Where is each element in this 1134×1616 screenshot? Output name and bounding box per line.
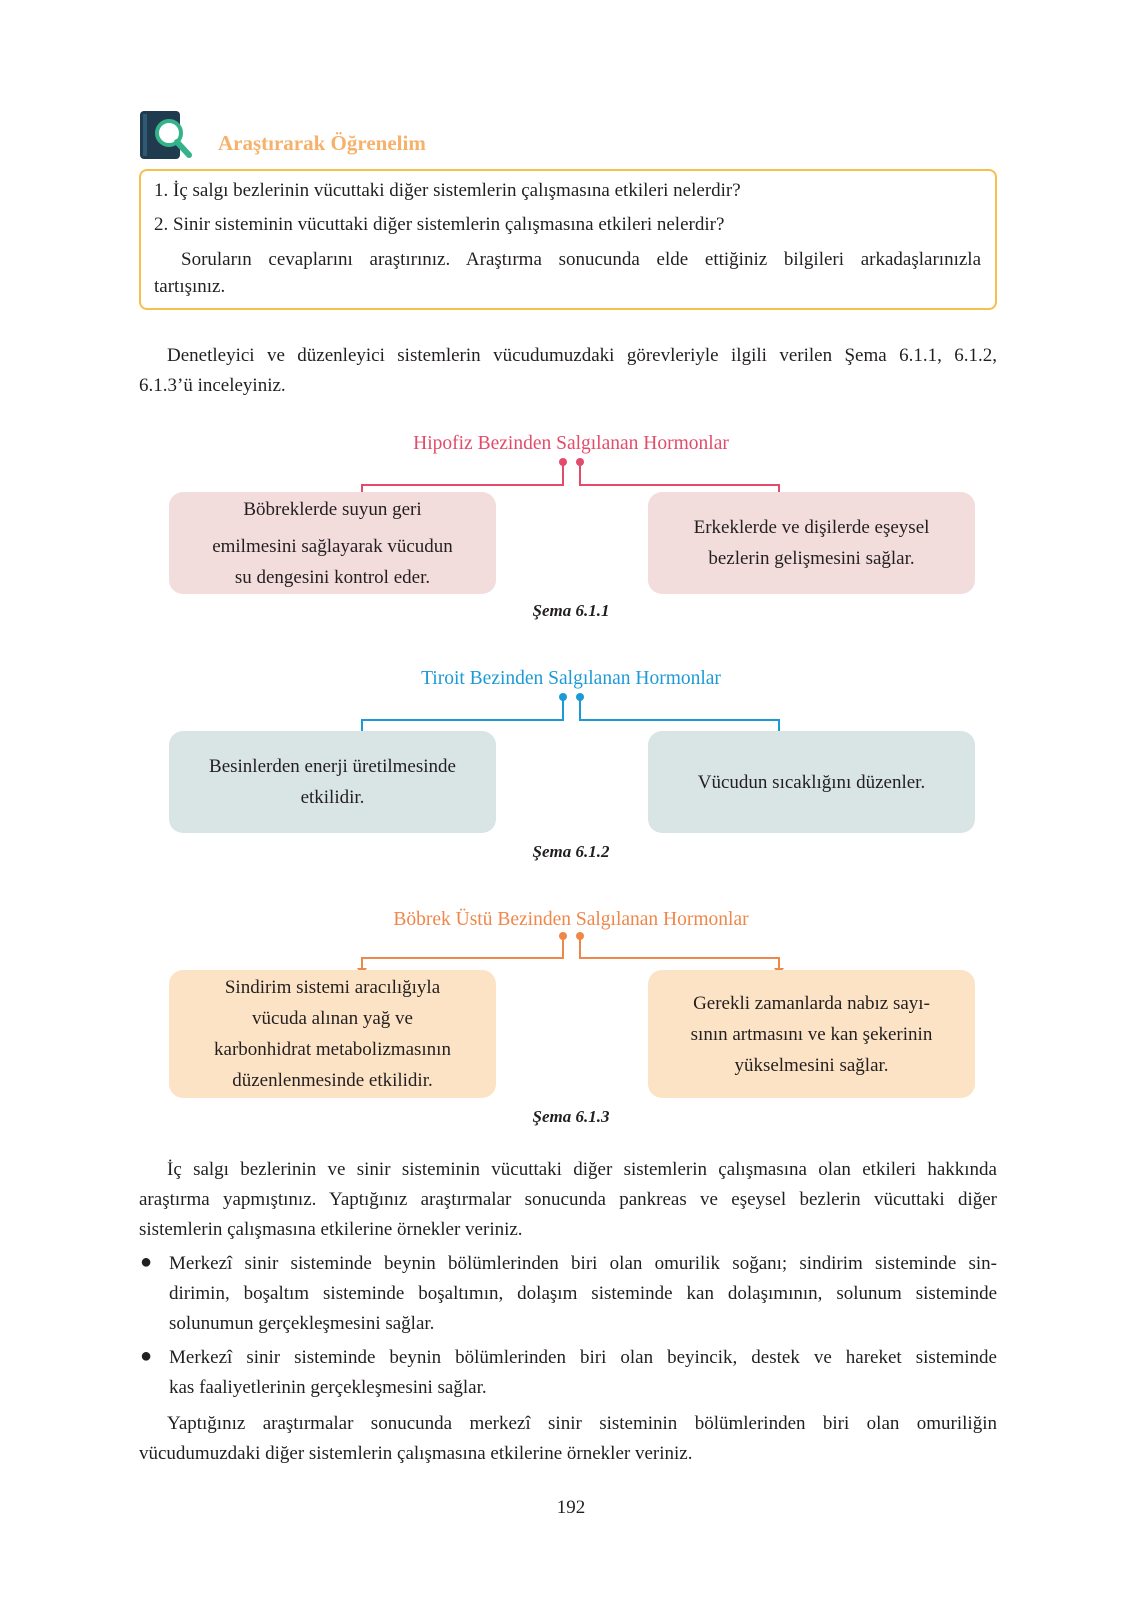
schema-1-left-line: emilmesini sağlayarak vücudun <box>212 535 453 557</box>
schema-2-left-line: Besinlerden enerji üretilmesinde <box>209 756 456 777</box>
schema-3-right-line: sının artmasını ve kan şekerinin <box>690 1023 933 1045</box>
schema-1-left-box: Böbreklerde suyun geri emilmesini sağlay… <box>169 492 496 594</box>
schema-3-left-line: Sindirim sistemi aracılığıyla <box>224 977 441 998</box>
page-number: 192 <box>556 1497 586 1518</box>
bullet-icon: ● <box>140 1251 153 1273</box>
bullet-icon: ● <box>140 1345 153 1367</box>
schema-2-title: Tiroit Bezinden Salgılanan Hormonlar <box>421 668 721 689</box>
schema-1-connector <box>361 462 780 498</box>
schema-3-connector <box>361 936 780 970</box>
body-paragraph-1-line: araştırma yapmıştınız. Yaptığınız araştı… <box>139 1189 997 1210</box>
body-paragraph-1-line: İç salgı bezlerinin ve sinir sisteminin … <box>167 1159 997 1180</box>
schema-3-right-box: Gerekli zamanlarda nabız sayı- sının art… <box>648 970 975 1098</box>
section-title: Araştırarak Öğrenelim <box>218 131 426 155</box>
schema-2-left-line: etkilidir. <box>300 787 365 808</box>
schema-2-connector <box>361 697 780 733</box>
schema-3-title: Böbrek Üstü Bezinden Salgılanan Hormonla… <box>393 909 749 930</box>
instruction-line-2: tartışınız. <box>154 276 226 297</box>
schema-3-left-box: Sindirim sistemi aracılığıyla vücuda alı… <box>169 970 496 1098</box>
schema-1-left-line: su dengesini kontrol eder. <box>234 566 431 588</box>
body-paragraph-1-line: sistemlerin çalışmasına etkilerine örnek… <box>139 1219 523 1240</box>
schema-3-right-line: Gerekli zamanlarda nabız sayı- <box>693 992 930 1014</box>
schema-2-right-line: Vücudun sıcaklığını düzenler. <box>697 771 926 793</box>
intro-line-1: Denetleyici ve düzenleyici sistemlerin v… <box>167 345 997 366</box>
schema-1-caption: Şema 6.1.1 <box>532 601 610 620</box>
schema-1-right-line: bezlerin gelişmesini sağlar. <box>708 548 915 569</box>
body-paragraph-2-line: Yaptığınız araştırmalar sonucunda merkez… <box>167 1413 997 1434</box>
body-paragraph-2-line: vücudumuzdaki diğer sistemlerin çalışmas… <box>139 1443 693 1464</box>
bullet-2-line: Merkezî sinir sisteminde beynin bölümler… <box>169 1347 997 1368</box>
schema-3-caption: Şema 6.1.3 <box>532 1107 610 1126</box>
schema-1-left-line: Böbreklerde suyun geri <box>243 498 422 520</box>
bullet-1-line: Merkezî sinir sisteminde beynin bölümler… <box>169 1253 997 1274</box>
bullet-1-line: solunumun gerçekleşmesini sağlar. <box>169 1313 435 1334</box>
instruction-line-1: Soruların cevaplarını araştırınız. Araşt… <box>181 249 981 270</box>
schema-2-left-box: Besinlerden enerji üretilmesinde etkilid… <box>169 731 496 833</box>
schema-2-caption: Şema 6.1.2 <box>532 842 610 861</box>
schema-3-right-line: yükselmesini sağlar. <box>734 1054 889 1076</box>
schema-3-left-line: karbonhidrat metabolizmasının <box>214 1039 451 1060</box>
bullet-1-line: dirimin, boşaltım sisteminde boşaltımın,… <box>169 1283 997 1304</box>
schema-1-right-line: Erkeklerde ve dişilerde eşeysel <box>693 517 930 538</box>
schema-2-right-box: Vücudun sıcaklığını düzenler. <box>648 731 975 833</box>
schema-3-left-line: vücuda alınan yağ ve <box>252 1008 413 1029</box>
bullet-2-line: kas faaliyetlerinin gerçekleşmesini sağl… <box>169 1377 487 1398</box>
intro-line-2: 6.1.3’ü inceleyiniz. <box>139 375 286 396</box>
research-question-box <box>139 169 997 310</box>
question-1: 1. İç salgı bezlerinin vücuttaki diğer s… <box>154 180 741 201</box>
search-book-icon <box>140 111 196 161</box>
schema-3-left-line: düzenlenmesinde etkilidir. <box>232 1070 433 1091</box>
schema-1-right-box: Erkeklerde ve dişilerde eşeysel bezlerin… <box>648 492 975 594</box>
schema-1-title: Hipofiz Bezinden Salgılanan Hormonlar <box>413 433 729 454</box>
question-2: 2. Sinir sisteminin vücuttaki diğer sist… <box>154 214 725 235</box>
